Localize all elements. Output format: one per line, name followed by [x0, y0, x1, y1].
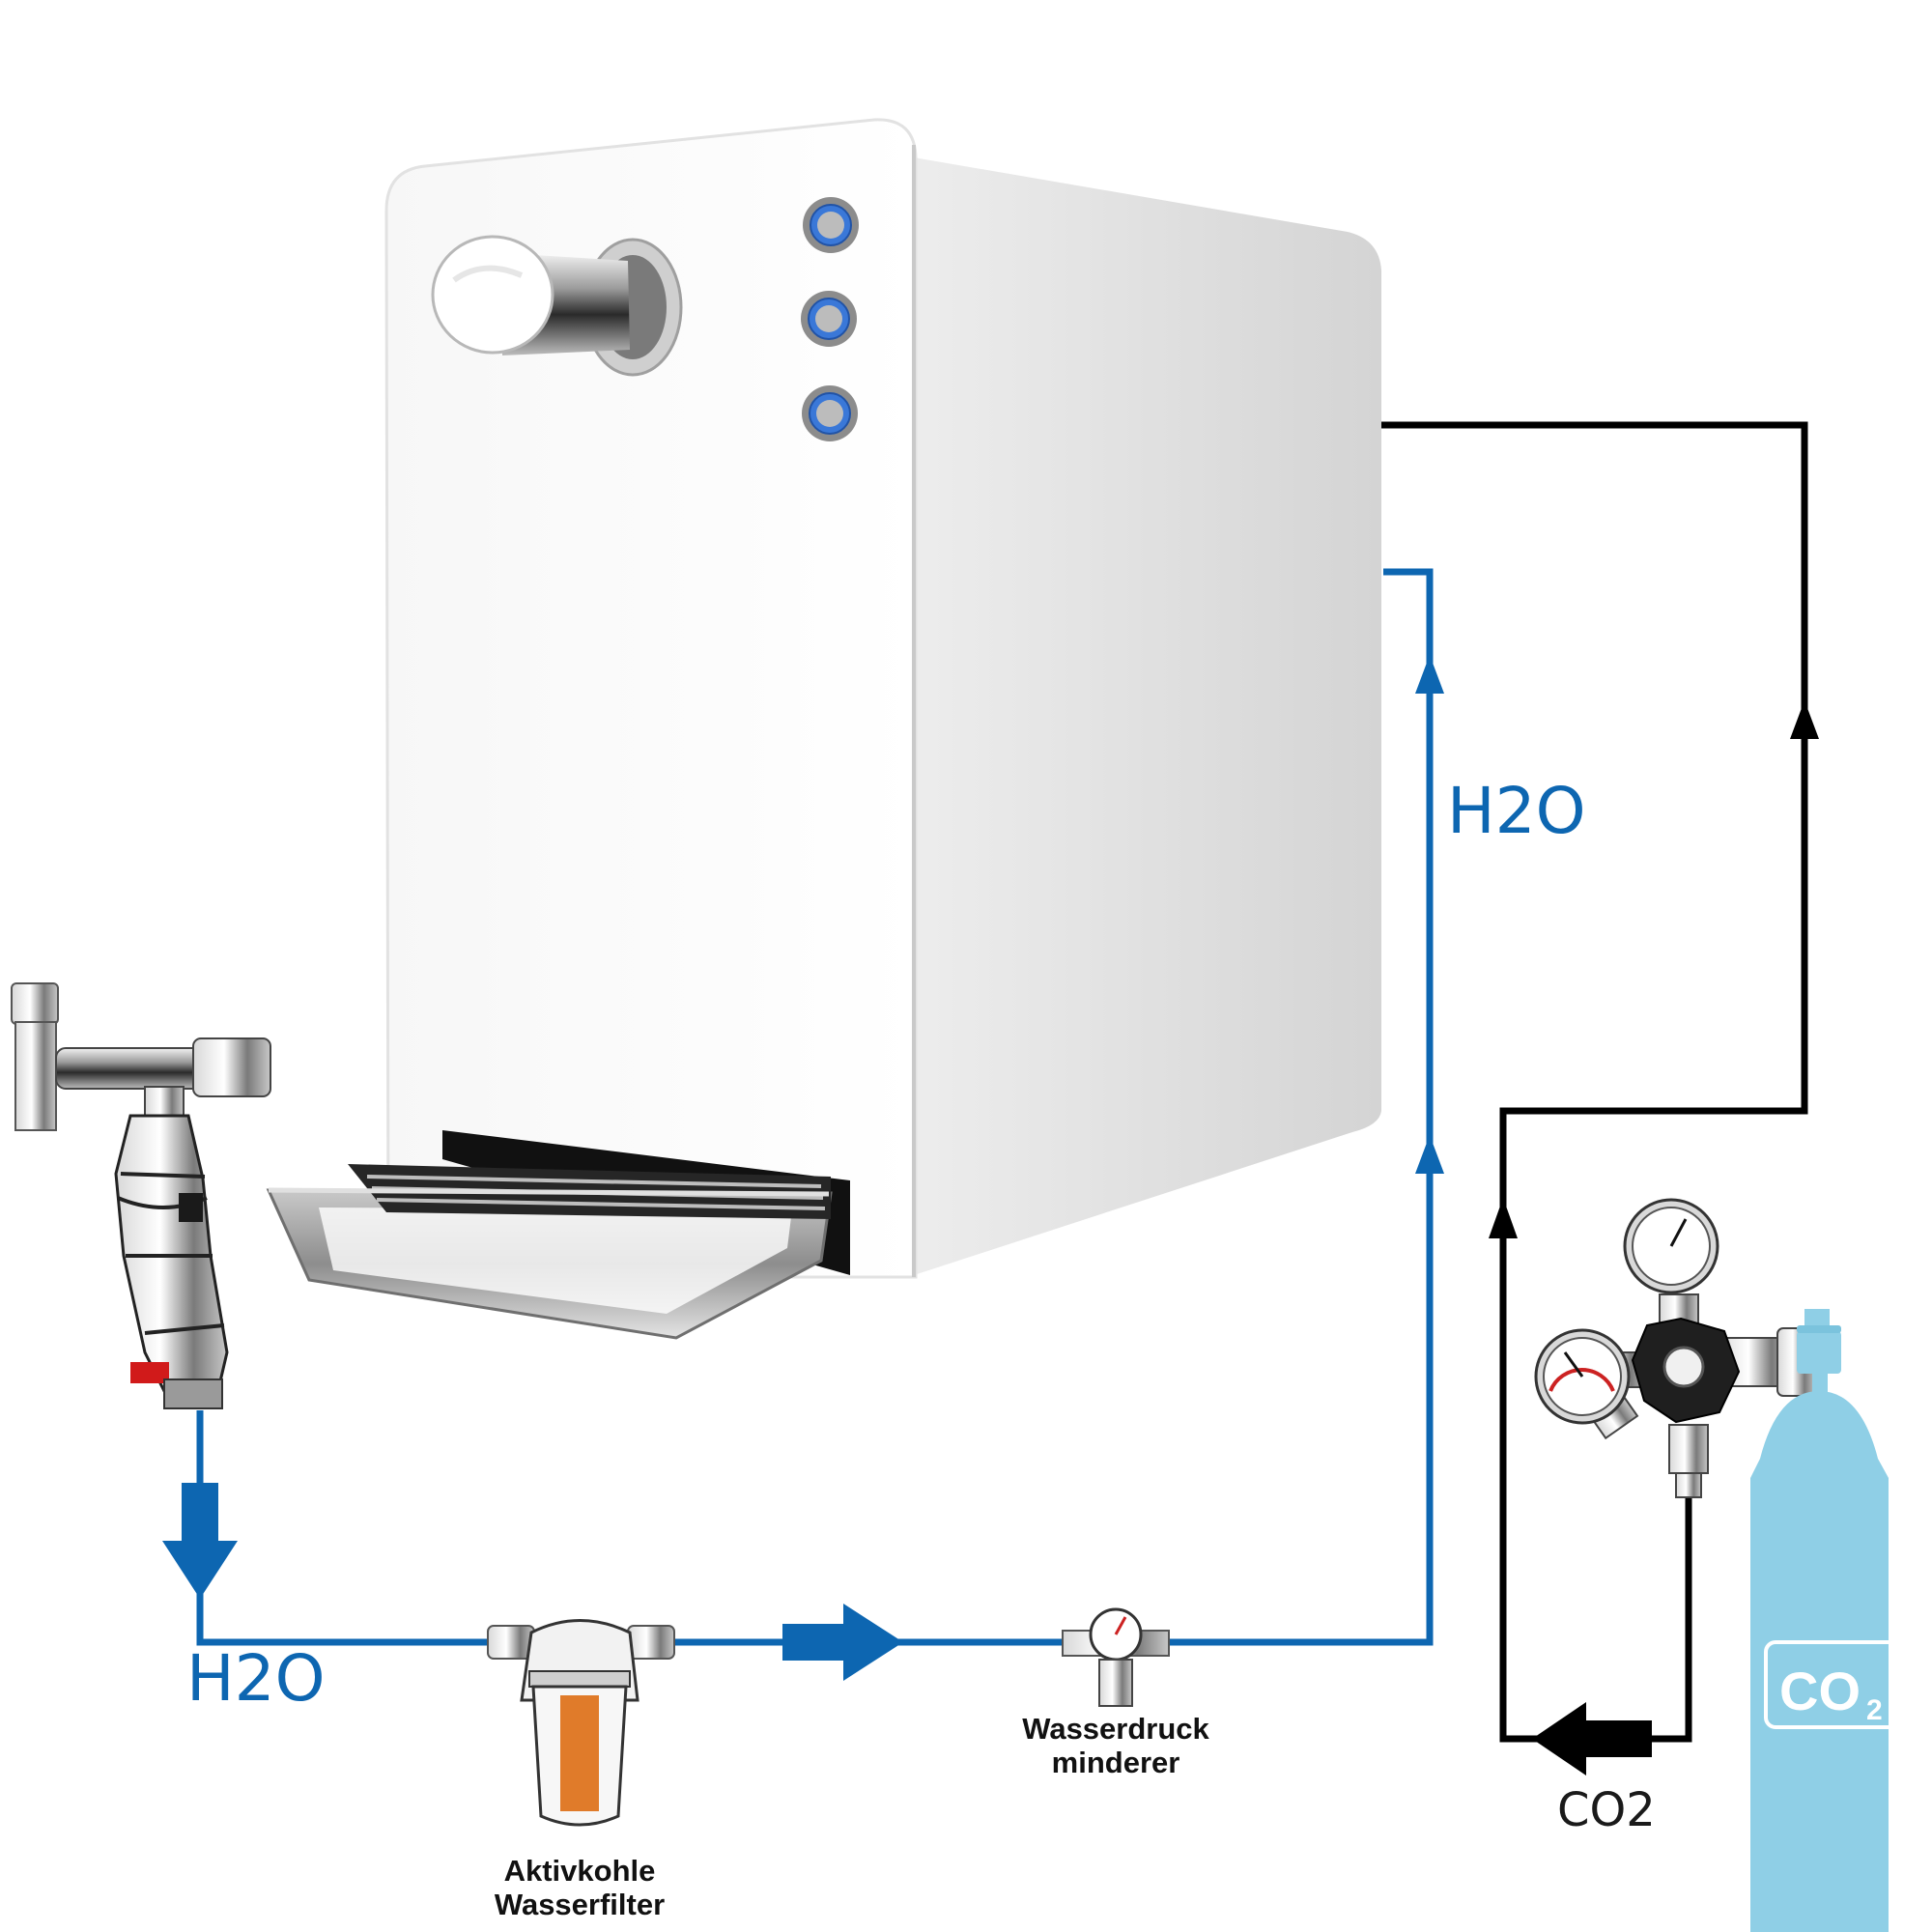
dispenser-button-cold-icon: [802, 385, 858, 441]
water-dispenser-unit: [266, 118, 1381, 1340]
co2-line: [1381, 421, 1808, 1743]
co2-bottle-icon: CO 2: [1750, 1309, 1901, 1932]
water-flow-arrow-up-upper: [1415, 655, 1444, 694]
drip-tray-icon: [266, 1130, 850, 1340]
dispenser-button-still-icon: [803, 197, 859, 253]
angle-valve-tap-icon: [11, 982, 271, 1409]
dispenser-tap-icon: [431, 235, 683, 377]
co2-bottle-label: CO: [1779, 1661, 1861, 1721]
reducer-label-line1: Wasserdruck: [1022, 1712, 1209, 1746]
low-pressure-gauge-icon: [1534, 1328, 1631, 1425]
activated-carbon-filter-icon: [487, 1619, 675, 1827]
co2-flow-arrow-up-upper: [1790, 700, 1819, 739]
h2o-label-bottom: H2O: [186, 1641, 326, 1716]
dispenser-button-sparkling-icon: [801, 291, 857, 347]
water-flow-arrow-down: [162, 1483, 238, 1599]
h2o-label-right: H2O: [1447, 774, 1586, 848]
reducer-label-line2: minderer: [1052, 1746, 1180, 1779]
co2-line-label: CO2: [1557, 1783, 1656, 1837]
co2-bottle-label-subscript: 2: [1866, 1694, 1883, 1726]
water-flow-arrow-right: [782, 1604, 903, 1681]
water-flow-arrow-up-lower: [1415, 1135, 1444, 1174]
filter-label-line2: Wasserfilter: [495, 1888, 665, 1921]
high-pressure-gauge-icon: [1623, 1198, 1719, 1294]
pressure-reducer-icon: [1062, 1607, 1170, 1707]
co2-flow-arrow-up-lower: [1489, 1198, 1518, 1238]
filter-label-line1: Aktivkohle: [504, 1854, 656, 1888]
co2-flow-arrow-left: [1532, 1702, 1652, 1776]
